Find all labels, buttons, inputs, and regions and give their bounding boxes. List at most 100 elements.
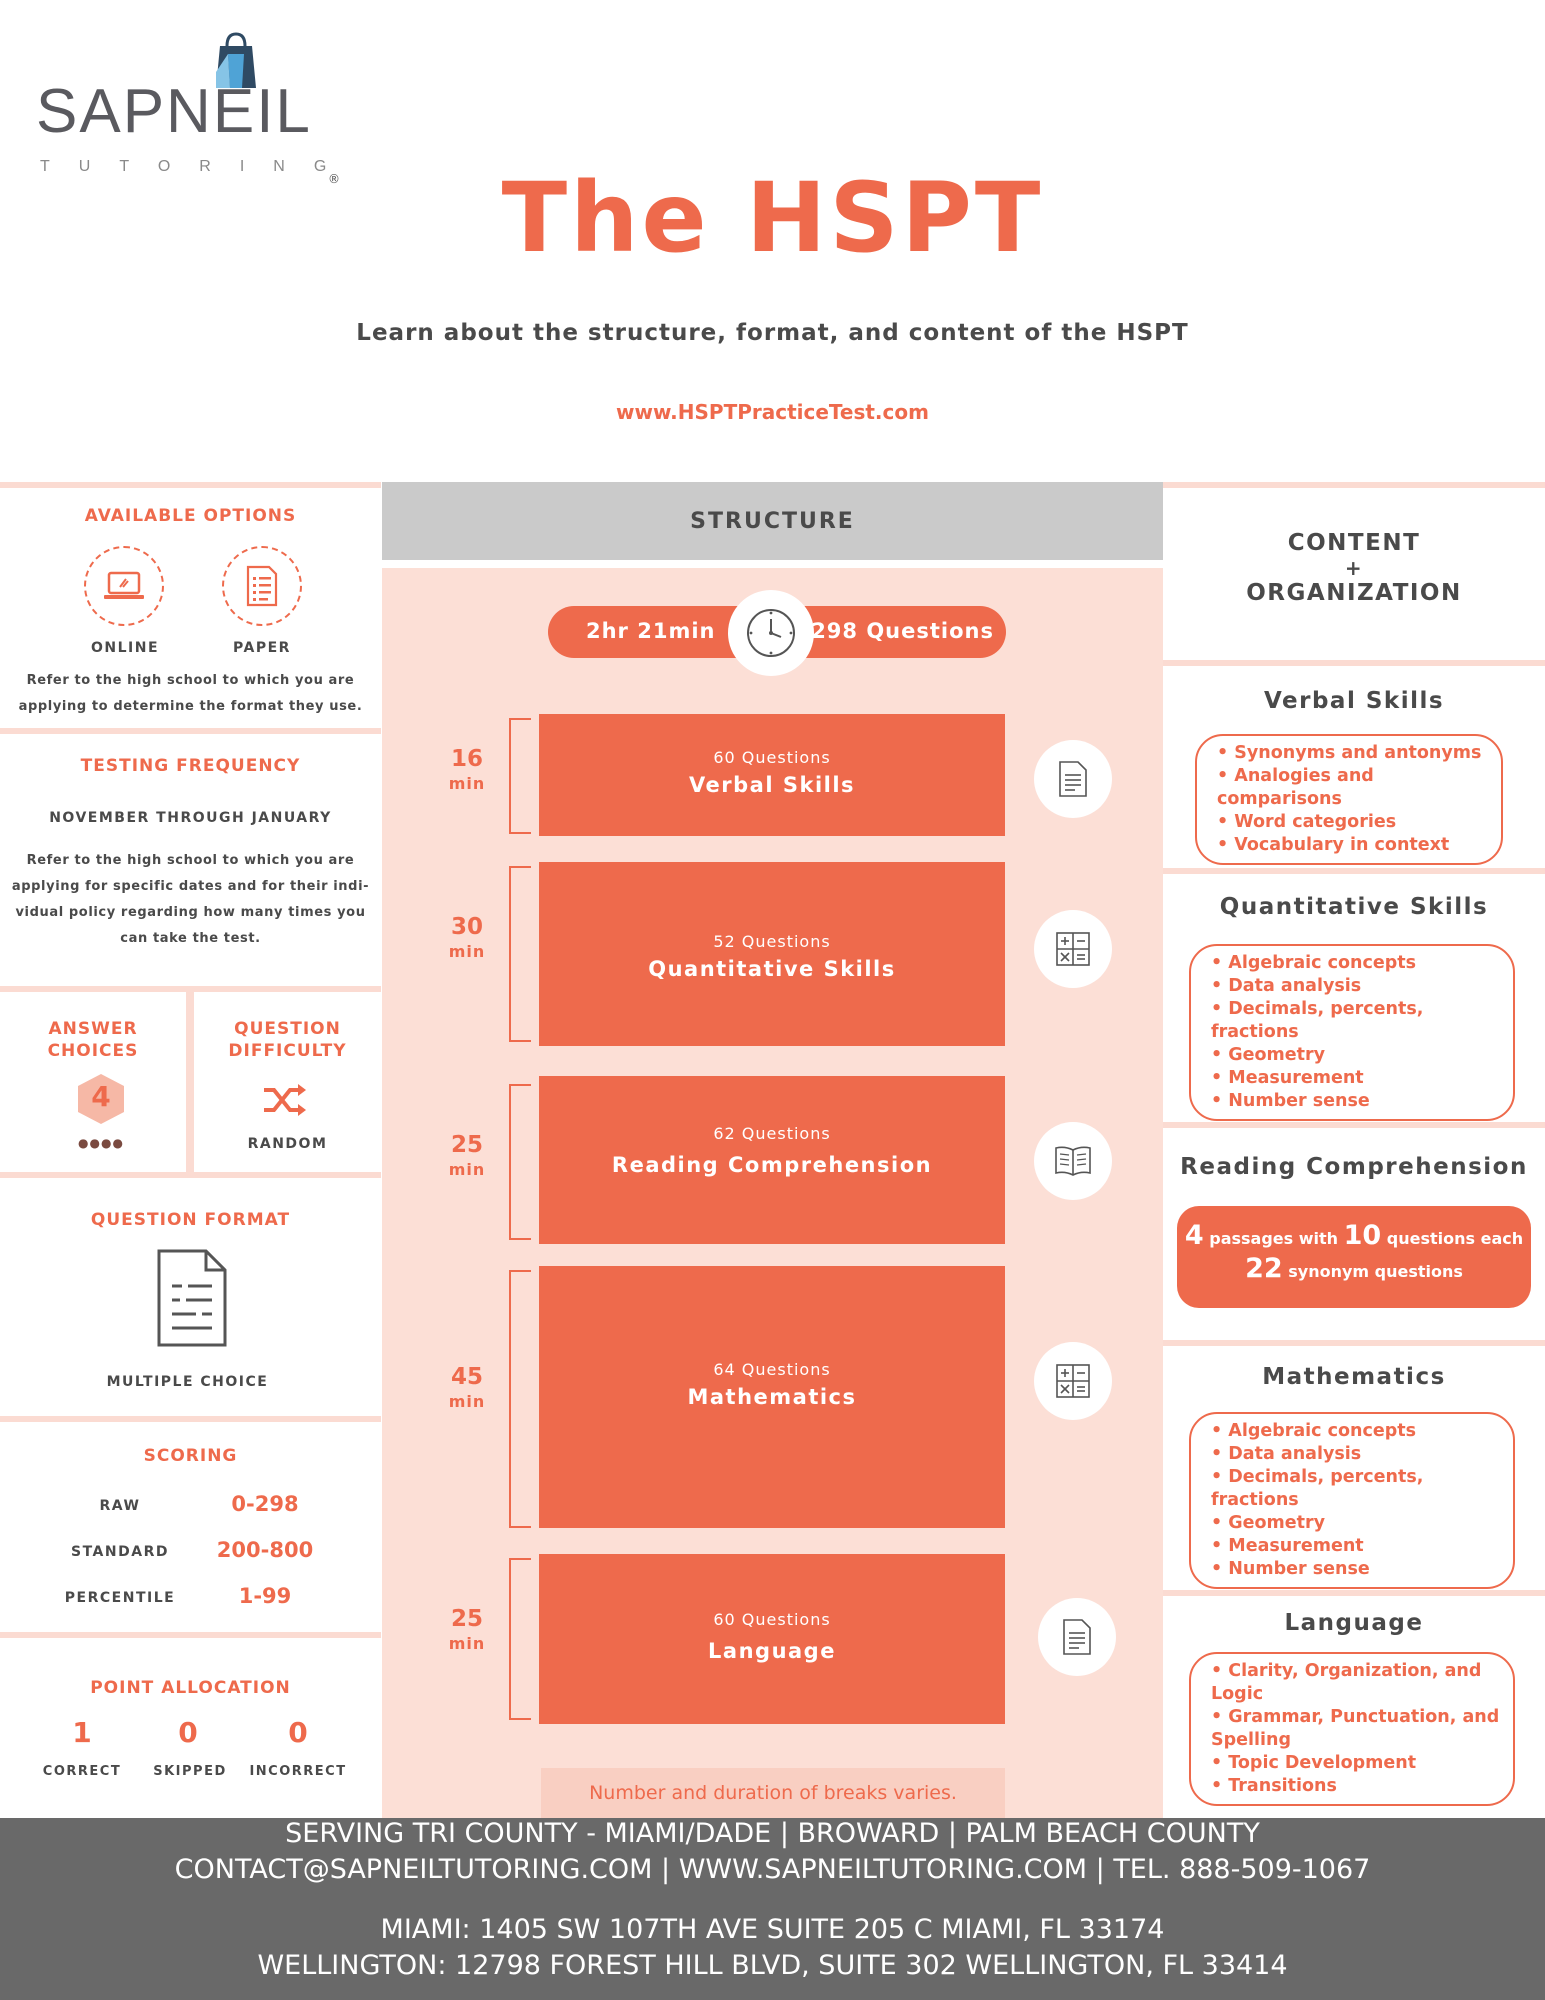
- list-item: Topic Development: [1211, 1752, 1505, 1775]
- quantitative-min-label: min: [448, 942, 486, 961]
- divider: [0, 1416, 381, 1422]
- document-icon: [1063, 1619, 1091, 1655]
- content-plus: +: [1344, 556, 1364, 580]
- page-subtitle: Learn about the structure, format, and c…: [356, 320, 1189, 346]
- reading-comprehension-block: 62 Questions Reading Comprehension: [539, 1076, 1005, 1244]
- language-block: 60 Questions Language: [539, 1554, 1005, 1724]
- questions-each-text: questions each: [1386, 1229, 1524, 1248]
- score-label-percentile: PERCENTILE: [64, 1590, 176, 1606]
- answer-choices-title1: ANSWER: [48, 1019, 138, 1039]
- language-icon-badge: [1038, 1598, 1116, 1676]
- reading-question-count: 62 Questions: [713, 1124, 831, 1143]
- clock-badge: [728, 590, 814, 676]
- reading-content-panel: Reading Comprehension 4 passages with 10…: [1163, 1128, 1545, 1340]
- document-icon: [157, 1249, 227, 1347]
- footer: SERVING TRI COUNTY - MIAMI/DADE | BROWAR…: [0, 1818, 1545, 2000]
- score-label-standard: STANDARD: [71, 1544, 169, 1560]
- answer-dots: ●●●●: [78, 1136, 124, 1150]
- reading-content-summary: 4 passages with 10 questions each 22 syn…: [1177, 1206, 1531, 1308]
- reading-bracket: [509, 1084, 531, 1240]
- logo: SAPNEIL TUTORING ®: [36, 32, 356, 186]
- list-item: Number sense: [1211, 1090, 1503, 1113]
- score-value-percentile: 1-99: [238, 1584, 292, 1608]
- mathematics-min-label: min: [448, 1392, 486, 1411]
- divider: [0, 986, 381, 992]
- verbal-question-count: 60 Questions: [713, 748, 831, 767]
- quantitative-minutes: 30: [450, 914, 483, 940]
- structure-header: STRUCTURE: [382, 482, 1163, 560]
- list-item: Algebraic concepts: [1211, 1420, 1503, 1443]
- list-item: Measurement: [1211, 1067, 1503, 1090]
- options-note-line1: Refer to the high school to which you ar…: [26, 673, 355, 688]
- divider: [1163, 868, 1545, 874]
- list-item: Decimals, percents, fractions: [1211, 998, 1503, 1044]
- list-item: Number sense: [1211, 1558, 1503, 1581]
- verbal-section-name: Verbal Skills: [688, 773, 856, 797]
- testing-frequency-panel: TESTING FREQUENCY NOVEMBER THROUGH JANUA…: [0, 734, 381, 986]
- paper-label: PAPER: [233, 640, 291, 656]
- breaks-note: Number and duration of breaks varies.: [541, 1768, 1005, 1818]
- logo-wordmark: SAPNEIL: [36, 77, 312, 146]
- point-allocation-panel: POINT ALLOCATION 1 0 0 CORRECT SKIPPED I…: [0, 1640, 381, 1818]
- frequency-note-line: vidual policy regarding how many times y…: [15, 905, 366, 920]
- language-min-label: min: [448, 1634, 486, 1653]
- verbal-min-label: min: [448, 774, 486, 793]
- list-item: Measurement: [1211, 1535, 1503, 1558]
- verbal-icon-badge: [1034, 740, 1112, 818]
- questions-per-passage: 10: [1343, 1220, 1382, 1251]
- footer-contact[interactable]: CONTACT@SAPNEILTUTORING.COM | WWW.SAPNEI…: [174, 1854, 1371, 1885]
- options-note-line2: applying to determine the format they us…: [18, 699, 363, 714]
- divider: [1163, 660, 1545, 666]
- language-minutes: 25: [450, 1606, 483, 1632]
- scoring-panel: SCORING RAW 0-298 STANDARD 200-800 PERCE…: [0, 1424, 381, 1632]
- answer-choices-panel: ANSWER CHOICES 4 ●●●●: [0, 992, 186, 1172]
- footer-wellington-address: WELLINGTON: 12798 FOREST HILL BLVD, SUIT…: [257, 1950, 1288, 1981]
- footer-miami-address: MIAMI: 1405 SW 107TH AVE SUITE 205 C MIA…: [380, 1914, 1165, 1945]
- frequency-note-line: Refer to the high school to which you ar…: [26, 853, 355, 868]
- quantitative-duration: 30 min: [432, 914, 502, 961]
- quantitative-skills-block: 52 Questions Quantitative Skills: [539, 862, 1005, 1046]
- total-time: 2hr 21min: [586, 619, 716, 643]
- score-label-raw: RAW: [99, 1498, 141, 1514]
- language-content-title: Language: [1284, 1610, 1424, 1636]
- score-value-standard: 200-800: [216, 1538, 314, 1562]
- list-item: Analogies and comparisons: [1217, 765, 1491, 811]
- laptop-icon: [104, 571, 144, 599]
- points-incorrect-label: INCORRECT: [249, 1764, 347, 1779]
- divider: [1163, 1590, 1545, 1596]
- language-duration: 25 min: [432, 1606, 502, 1653]
- verbal-duration: 16 min: [432, 746, 502, 793]
- quantitative-bracket: [509, 866, 531, 1042]
- question-difficulty-panel: QUESTION DIFFICULTY RANDOM: [194, 992, 381, 1172]
- page-title: The HSPT: [501, 162, 1044, 274]
- clock-icon: [747, 609, 795, 657]
- website-link[interactable]: www.HSPTPracticeTest.com: [616, 400, 929, 424]
- list-item: Synonyms and antonyms: [1217, 742, 1491, 765]
- verbal-content-title: Verbal Skills: [1263, 688, 1445, 714]
- list-item: Decimals, percents, fractions: [1211, 1466, 1503, 1512]
- mathematics-block: 64 Questions Mathematics: [539, 1266, 1005, 1528]
- language-bracket: [509, 1558, 531, 1720]
- list-item: Algebraic concepts: [1211, 952, 1503, 975]
- verbal-content-panel: Verbal Skills Synonyms and antonyms Anal…: [1163, 668, 1545, 868]
- reading-icon-badge: [1034, 1122, 1112, 1200]
- paper-form-icon: [246, 565, 278, 607]
- total-questions: 298 Questions: [811, 619, 994, 643]
- registered-mark: ®: [328, 172, 340, 186]
- points-skipped-label: SKIPPED: [153, 1764, 227, 1779]
- calculator-icon: [1056, 1364, 1090, 1398]
- verbal-skills-block: 60 Questions Verbal Skills: [539, 714, 1005, 836]
- quantitative-icon-badge: [1034, 910, 1112, 988]
- list-item: Data analysis: [1211, 975, 1503, 998]
- organization-title: ORGANIZATION: [1246, 580, 1462, 606]
- answer-choices-title2: CHOICES: [47, 1041, 139, 1061]
- quantitative-content-title: Quantitative Skills: [1219, 894, 1489, 920]
- online-label: ONLINE: [90, 640, 160, 656]
- reading-section-name: Reading Comprehension: [611, 1153, 933, 1177]
- divider: [0, 1632, 381, 1638]
- document-icon: [1059, 761, 1087, 797]
- footer-service-area: SERVING TRI COUNTY - MIAMI/DADE | BROWAR…: [285, 1818, 1260, 1849]
- divider: [0, 482, 381, 488]
- mathematics-content-list: Algebraic concepts Data analysis Decimal…: [1189, 1412, 1515, 1589]
- paper-option: [222, 546, 302, 626]
